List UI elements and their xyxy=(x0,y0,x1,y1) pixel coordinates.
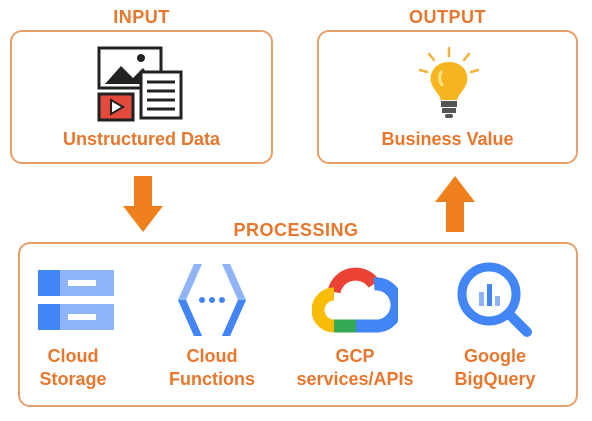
tool-label-cloud-storage: Cloud Storage xyxy=(39,346,107,389)
cloud-functions-icon xyxy=(178,264,246,336)
bigquery-icon xyxy=(457,262,532,337)
arrow-up-icon xyxy=(435,176,475,232)
input-box: Unstructured Data xyxy=(10,30,273,164)
input-label: Unstructured Data xyxy=(62,129,221,149)
cloud-storage-icon xyxy=(38,270,114,330)
google-cloud-icon xyxy=(312,267,398,333)
unstructured-data-icon xyxy=(97,46,183,122)
tool-label-bigquery: Google BigQuery xyxy=(454,346,536,389)
processing-box: Cloud Storage Cloud Functions GCP servic… xyxy=(18,242,578,407)
output-label: Business Value xyxy=(381,129,514,149)
lightbulb-icon xyxy=(418,46,480,118)
tool-label-cloud-functions: Cloud Functions xyxy=(169,346,255,389)
tool-label-gcp: GCP services/APIs xyxy=(296,346,414,389)
output-title: OUTPUT xyxy=(409,7,486,27)
input-title: INPUT xyxy=(113,7,170,27)
arrow-down-icon xyxy=(123,176,163,232)
processing-title: PROCESSING xyxy=(233,220,359,240)
output-box: Business Value xyxy=(317,30,578,164)
